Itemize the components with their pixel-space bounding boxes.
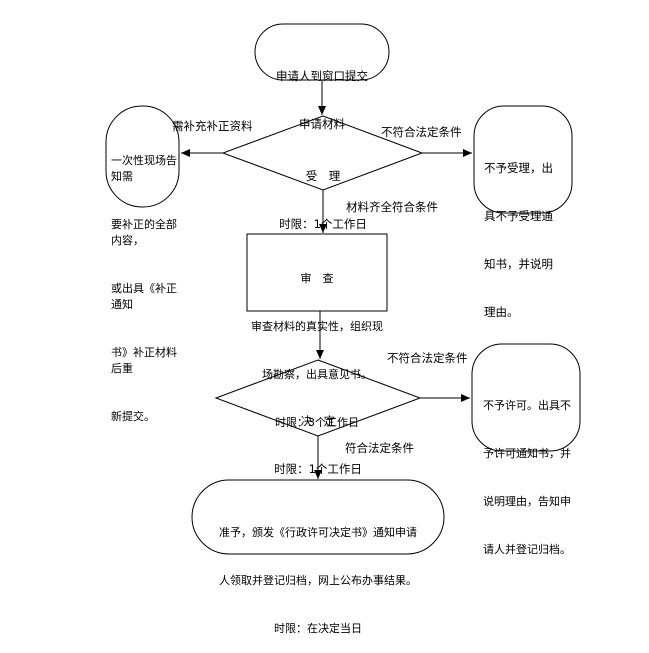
supplement-text: 一次性现场告知需 要补正的全部内容， 或出具《补正通知 书》补正材料后重 新提交… xyxy=(111,121,183,441)
accept-time: 时限：1个工作日 xyxy=(279,217,367,231)
grant-line-1: 准予，颁发《行政许可决定书》通知申请 xyxy=(219,526,417,539)
reject2-text: 不予许可。出具不 予许可通知书，并 说明理由，告知申 请人并登记归档。 xyxy=(483,366,579,574)
start-text: 申请人到窗口提交 申请材料 xyxy=(255,36,389,148)
edge-label-legal: 符合法定条件 xyxy=(345,441,414,455)
reject1-line-4: 理由。 xyxy=(484,305,519,319)
reject2-line-2: 予许可通知书，并 xyxy=(483,447,571,460)
flowchart-canvas xyxy=(105,23,581,555)
review-text: 审 查 审查材料的真实性，组织现 场勘察，出具意见书。 时限：3个工作日 xyxy=(247,239,387,447)
supplement-line-5: 新提交。 xyxy=(111,410,155,423)
start-line-1: 申请人到窗口提交 xyxy=(276,69,368,83)
reject1-text: 不予受理，出 具不予受理通 知书，并说明 理由。 xyxy=(484,128,568,336)
edge-label-complete: 材料齐全符合条件 xyxy=(346,200,438,214)
grant-text: 准予，颁发《行政许可决定书》通知申请 人领取并登记归档，网上公布办事结果。 时限… xyxy=(192,493,444,653)
grant-line-3: 时限：在决定当日 xyxy=(274,622,362,635)
edge-label-not-legal-1: 不符合法定条件 xyxy=(381,125,462,139)
review-title: 审 查 xyxy=(300,272,334,285)
supplement-line-3: 或出具《补正通知 xyxy=(111,282,177,311)
reject1-line-2: 具不予受理通 xyxy=(484,209,553,223)
reject1-line-3: 知书，并说明 xyxy=(484,257,553,271)
decide-time: 时限：1个工作日 xyxy=(274,462,362,476)
review-line-1: 审查材料的真实性，组织现 xyxy=(251,320,383,333)
supplement-line-4: 书》补正材料后重 xyxy=(111,346,177,375)
accept-title: 受 理 xyxy=(305,169,341,183)
decide-title: 决 定 xyxy=(300,414,336,428)
reject2-line-4: 请人并登记归档。 xyxy=(483,543,571,556)
supplement-line-1: 一次性现场告知需 xyxy=(111,154,177,183)
supplement-line-2: 要补正的全部内容， xyxy=(111,218,177,247)
reject1-line-1: 不予受理，出 xyxy=(484,161,553,175)
supplement-box xyxy=(105,105,180,208)
accept-text: 受 理 时限：1个工作日 xyxy=(243,136,403,248)
grant-terminal xyxy=(191,479,445,555)
review-line-2: 场勘察，出具意见书。 xyxy=(262,368,372,381)
reject2-line-1: 不予许可。出具不 xyxy=(483,399,571,412)
reject2-box xyxy=(471,343,581,452)
reject1-box xyxy=(473,105,573,214)
review-box xyxy=(246,233,388,312)
review-time: 时限：3个工作日 xyxy=(275,416,359,429)
decide-text: 决 定 时限：1个工作日 xyxy=(238,381,398,493)
edge-label-need-supplement: 需补充补正资料 xyxy=(172,119,253,133)
edge-label-not-legal-2: 不符合法定条件 xyxy=(387,351,468,365)
start-line-2: 申请材料 xyxy=(299,117,345,131)
grant-line-2: 人领取并登记归档，网上公布办事结果。 xyxy=(219,574,417,587)
reject2-line-3: 说明理由，告知申 xyxy=(483,495,571,508)
